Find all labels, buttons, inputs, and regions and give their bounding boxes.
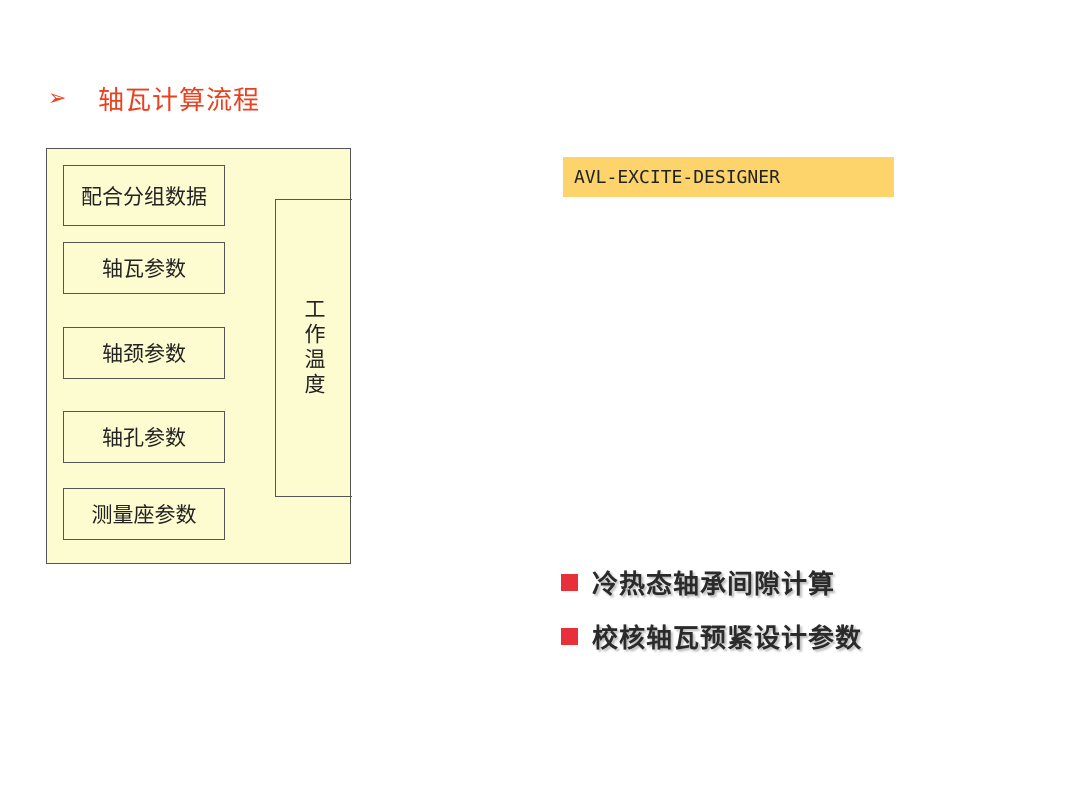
arrow-bullet-icon: ➢ bbox=[48, 85, 67, 111]
square-bullet-icon bbox=[561, 627, 578, 645]
square-bullet-icon bbox=[561, 573, 578, 591]
results-list: 冷热态轴承间隙计算 校核轴瓦预紧设计参数 bbox=[561, 560, 862, 668]
software-label-box: AVL-EXCITE-DESIGNER bbox=[563, 157, 894, 197]
input-box-bore-params: 轴孔参数 bbox=[63, 411, 225, 463]
result-text: 冷热态轴承间隙计算 bbox=[592, 569, 836, 600]
input-box-bearing-shell-params: 轴瓦参数 bbox=[63, 242, 225, 294]
section-heading: ➢ 轴瓦计算流程 bbox=[48, 80, 260, 116]
list-item: 冷热态轴承间隙计算 bbox=[561, 560, 862, 604]
input-box-journal-params: 轴颈参数 bbox=[63, 327, 225, 379]
list-item: 校核轴瓦预紧设计参数 bbox=[561, 614, 862, 658]
result-text: 校核轴瓦预紧设计参数 bbox=[592, 623, 863, 654]
input-parameters-panel: 配合分组数据 轴瓦参数 轴颈参数 轴孔参数 测量座参数 工作温度 bbox=[46, 148, 352, 564]
input-box-fit-group-data: 配合分组数据 bbox=[63, 165, 225, 226]
working-temperature-box: 工作温度 bbox=[275, 199, 352, 497]
page-title: 轴瓦计算流程 bbox=[98, 85, 261, 116]
input-box-measuring-seat-params: 测量座参数 bbox=[63, 488, 225, 540]
working-temperature-label: 工作温度 bbox=[302, 298, 326, 398]
